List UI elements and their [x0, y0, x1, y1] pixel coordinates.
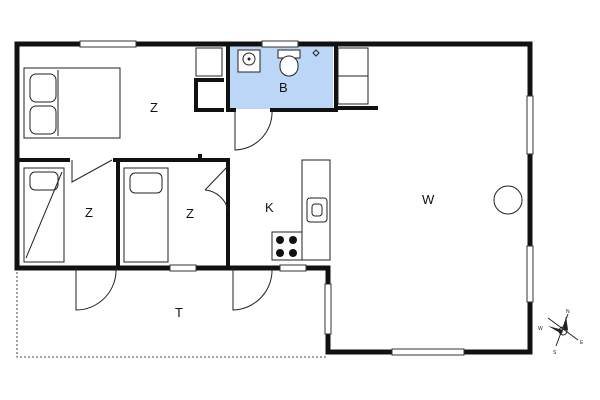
exterior-walls: [14, 41, 533, 355]
round-table: [493, 185, 523, 215]
room-label-bedroom-main: Z: [150, 100, 158, 115]
windows: [79, 40, 534, 356]
bathroom-fixtures: [237, 49, 320, 77]
compass-north: N: [566, 309, 570, 315]
compass-east: E: [580, 340, 584, 346]
room-label-terrace: T: [175, 305, 183, 320]
terrace-outline: [16, 268, 326, 358]
double-bed: [23, 67, 121, 139]
single-bed-left: [23, 167, 65, 263]
door-swings: [71, 109, 273, 311]
room-label-bathroom: B: [279, 80, 288, 95]
single-bed-middle: [123, 167, 169, 263]
compass-west: W: [538, 326, 543, 332]
room-label-bedroom-middle: Z: [186, 206, 194, 221]
room-label-bedroom-left: Z: [85, 205, 93, 220]
room-label-kitchen: K: [265, 200, 274, 215]
compass-rose: N S E W: [538, 309, 584, 356]
kitchen-counter: [271, 159, 331, 261]
closets: [195, 47, 369, 105]
room-label-living: W: [422, 192, 435, 207]
compass-south: S: [553, 350, 557, 356]
